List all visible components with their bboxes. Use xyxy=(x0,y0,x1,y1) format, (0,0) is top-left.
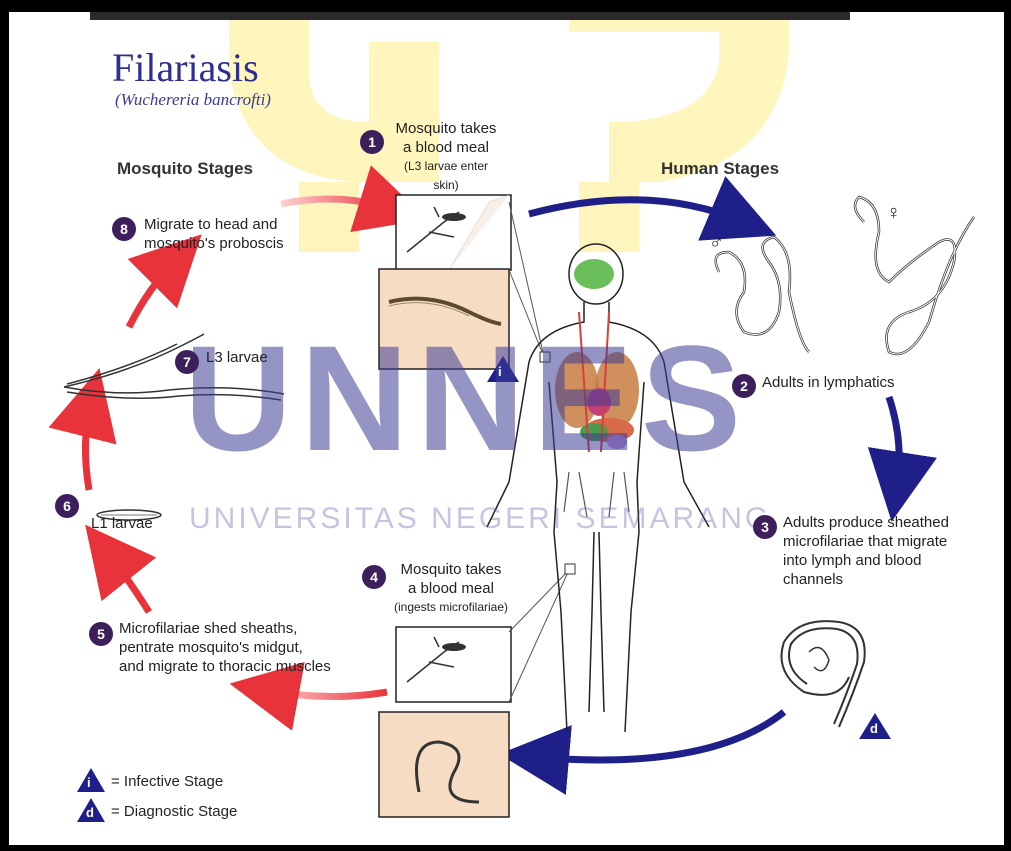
step-6-text: L1 larvae xyxy=(91,514,153,533)
step-3-line-3: into lymph and blood xyxy=(783,551,949,570)
female-symbol: ♀ xyxy=(886,202,901,225)
mosquito-stages-heading: Mosquito Stages xyxy=(117,159,253,179)
step-4-line-1: Mosquito takes xyxy=(391,560,511,579)
arrow-4-to-5 xyxy=(264,690,387,697)
step-2-badge: 2 xyxy=(732,374,756,398)
step-3-line-2: microfilariae that migrate xyxy=(783,532,949,551)
arrow-7-to-8 xyxy=(129,259,177,327)
step-4-note: (ingests microfilariae) xyxy=(391,598,511,617)
step-3-line-1: Adults produce sheathed xyxy=(783,513,949,532)
legend-infective-label: = Infective Stage xyxy=(111,773,223,790)
step-3-text: Adults produce sheathed microfilariae th… xyxy=(783,513,949,589)
step-3-badge: 3 xyxy=(753,515,777,539)
microfilaria-inset xyxy=(379,712,509,817)
step-8-line-1: Migrate to head and xyxy=(144,215,284,234)
step-7-badge: 7 xyxy=(175,350,199,374)
step-5-line-2: pentrate mosquito's midgut, xyxy=(119,638,331,657)
legend-infective-triangle xyxy=(77,768,105,792)
brain xyxy=(574,259,614,289)
step-1-badge: 1 xyxy=(360,130,384,154)
sheathed-microfilaria xyxy=(782,621,865,727)
step-5-badge: 5 xyxy=(89,622,113,646)
step-1-line-1: Mosquito takes xyxy=(390,119,502,138)
step-5-text: Microfilariae shed sheaths, pentrate mos… xyxy=(119,619,331,676)
watermark-text: UNNES xyxy=(184,312,749,485)
step-1-text: Mosquito takes a blood meal (L3 larvae e… xyxy=(390,119,502,195)
step-5-line-3: and migrate to thoracic muscles xyxy=(119,657,331,676)
legend-diagnostic-label: = Diagnostic Stage xyxy=(111,803,237,820)
top-border-bar xyxy=(90,12,850,20)
step-8-line-2: mosquito's proboscis xyxy=(144,234,284,253)
adult-worms xyxy=(716,197,974,354)
arrow-6-to-7 xyxy=(85,402,91,490)
diagram-title: Filariasis xyxy=(112,44,259,91)
human-stages-heading: Human Stages xyxy=(661,159,779,179)
step-2-text: Adults in lymphatics xyxy=(762,373,895,392)
step-6-badge: 6 xyxy=(55,494,79,518)
legend-infective-letter: i xyxy=(87,775,91,790)
male-symbol: ♂ xyxy=(709,232,724,255)
diagram-panel: UNNES UNIVERSITAS NEGERI SEMARANG Filari… xyxy=(9,12,1004,845)
step-8-badge: 8 xyxy=(112,217,136,241)
watermark-subtext: UNIVERSITAS NEGERI SEMARANG xyxy=(189,502,771,536)
diagram-subtitle: (Wuchereria bancrofti) xyxy=(115,90,271,110)
mosquito-bite-box-bottom xyxy=(396,627,511,702)
diagnostic-marker-letter: d xyxy=(870,721,878,736)
step-4-badge: 4 xyxy=(362,565,386,589)
step-4-text: Mosquito takes a blood meal (ingests mic… xyxy=(391,560,511,617)
arrow-8-to-1 xyxy=(281,199,394,209)
step-5-line-1: Microfilariae shed sheaths, xyxy=(119,619,331,638)
adult-worms-inner xyxy=(716,197,974,354)
arrow-1-to-2 xyxy=(529,200,744,222)
arrow-2-to-3 xyxy=(889,397,899,487)
step-4-line-2: a blood meal xyxy=(391,579,511,598)
step-8-text: Migrate to head and mosquito's proboscis xyxy=(144,215,284,253)
arrow-5-to-6 xyxy=(107,552,149,612)
step-1-note: (L3 larvae enter skin) xyxy=(390,157,502,195)
infective-marker-letter: i xyxy=(498,364,502,379)
step-7-text: L3 larvae xyxy=(206,348,268,367)
step-1-line-2: a blood meal xyxy=(390,138,502,157)
legend-diagnostic-letter: d xyxy=(86,805,94,820)
step-3-line-4: channels xyxy=(783,570,949,589)
arrow-3-to-4 xyxy=(534,712,784,760)
